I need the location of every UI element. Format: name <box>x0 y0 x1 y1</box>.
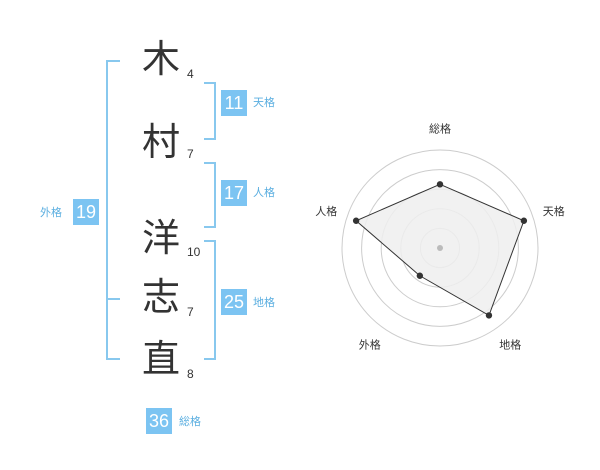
radar-axis-label-3: 地格 <box>499 338 521 352</box>
radar-point-4 <box>416 272 424 279</box>
gaikaku-bracket <box>106 60 120 360</box>
name-char-3: 洋 <box>141 216 180 260</box>
chikaku-bracket <box>204 240 216 360</box>
jinkaku-label: 人格 <box>253 186 275 199</box>
gaikaku-label: 外格 <box>40 206 62 219</box>
tenkaku-label: 天格 <box>253 96 275 109</box>
stroke-count-1: 4 <box>187 67 194 81</box>
gaikaku-bracket-tick <box>106 298 120 300</box>
stroke-count-3: 10 <box>187 245 201 259</box>
radar-point-1 <box>436 181 444 188</box>
soukaku-label: 総格 <box>179 415 201 428</box>
name-char-4: 志 <box>141 275 180 319</box>
radar-point-2 <box>520 217 528 224</box>
chikaku-score-badge: 25 <box>221 289 247 315</box>
tenkaku-score-badge: 11 <box>221 90 247 116</box>
radar-axis-label-4: 外格 <box>359 338 381 352</box>
name-char-1: 木 <box>141 37 180 81</box>
soukaku-score-badge: 36 <box>146 408 172 434</box>
radar-point-3 <box>485 312 493 319</box>
gaikaku-score-badge: 19 <box>73 199 99 225</box>
stroke-count-4: 7 <box>187 305 194 319</box>
stroke-count-2: 7 <box>187 147 194 161</box>
name-char-5: 直 <box>141 337 180 381</box>
jinkaku-score-badge: 17 <box>221 180 247 206</box>
stroke-count-5: 8 <box>187 367 194 381</box>
radar-axis-label-2: 天格 <box>543 204 565 218</box>
name-char-2: 村 <box>141 120 180 164</box>
radar-center-dot <box>437 245 443 251</box>
radar-axis-label-1: 総格 <box>429 121 451 135</box>
tenkaku-bracket <box>204 82 216 140</box>
radar-axis-label-5: 人格 <box>315 204 337 218</box>
chikaku-label: 地格 <box>253 296 275 309</box>
radar-point-5 <box>352 217 360 224</box>
jinkaku-bracket <box>204 162 216 228</box>
